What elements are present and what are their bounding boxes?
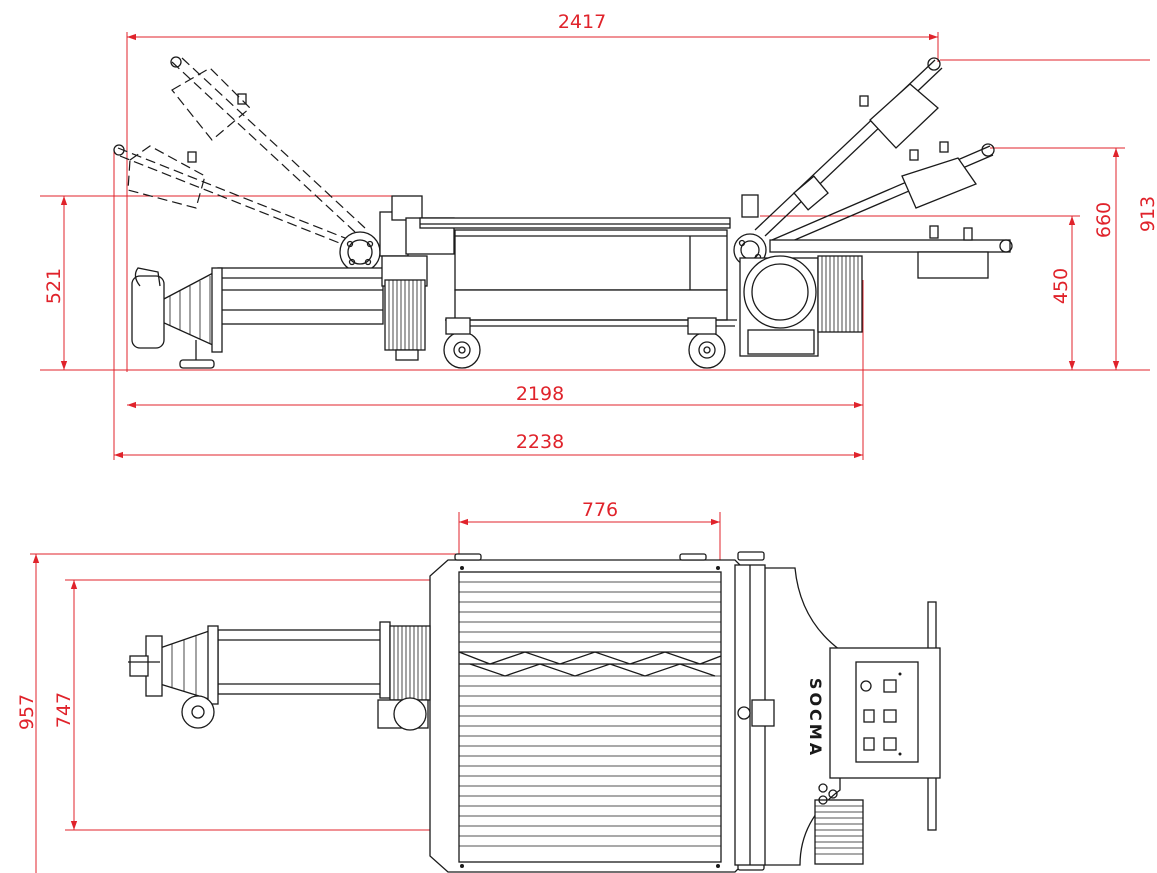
left-hinge-wheel [339, 231, 381, 273]
left-finned-heater [384, 279, 426, 351]
main-body [454, 229, 728, 291]
right-finned-heater [817, 255, 863, 333]
side-view: 2417 2198 2238 521 450 660 913 [40, 11, 1157, 460]
top-left-heater [389, 625, 431, 701]
dimension-lines-top [30, 512, 721, 873]
dim-2198: 2198 [516, 383, 564, 405]
dim-776: 776 [582, 499, 618, 521]
caster-wheels [443, 317, 726, 369]
dim-957: 957 [16, 694, 38, 730]
brand-logo: SOCMA [806, 678, 825, 758]
left-swing-arms [113, 56, 366, 249]
table-slats [458, 581, 722, 847]
side-machine [113, 56, 1013, 369]
motor [739, 255, 819, 357]
dim-2238: 2238 [516, 431, 564, 453]
dim-660: 660 [1093, 202, 1115, 238]
top-left-nozzle [128, 625, 219, 729]
top-right-heater [814, 783, 864, 865]
dim-2417: 2417 [558, 11, 606, 33]
control-panel [829, 601, 941, 831]
left-cone-nozzle [131, 267, 223, 369]
top-view: 776 957 747 [16, 499, 941, 873]
dimension-lines-side [40, 32, 1150, 460]
dim-450: 450 [1050, 268, 1072, 304]
dim-747: 747 [53, 692, 75, 728]
right-swing-arms [741, 57, 1013, 279]
top-bar [419, 217, 731, 229]
dim-521: 521 [43, 268, 65, 304]
top-machine: SOCMA [128, 551, 941, 873]
dim-913: 913 [1137, 196, 1157, 232]
